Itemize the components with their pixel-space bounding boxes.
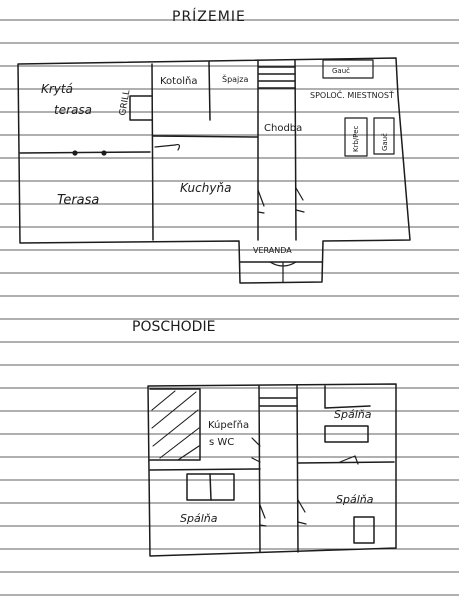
bedroom-right-label: Spálňa — [336, 493, 374, 506]
bathroom-label-2: s WC — [209, 437, 234, 448]
ground-floor-walls — [17, 57, 411, 284]
upper-floor-doors — [251, 437, 359, 527]
ground-floor-labels: Krytá terasa GRILL Terasa Kotolňa Špajza… — [41, 67, 394, 255]
bedroom-left-label: Spálňa — [180, 512, 218, 525]
bathroom-label-1: Kúpeľňa — [208, 419, 249, 431]
porch-label: VERANDA — [253, 246, 292, 255]
ruled-lines — [0, 19, 459, 596]
bedroom-top-label: Spálňa — [334, 408, 372, 421]
kitchen-label: Kuchyňa — [180, 181, 231, 195]
terrace-label: Terasa — [57, 193, 99, 208]
upper-floor-walls — [147, 383, 397, 557]
upper-floor-labels: Kúpeľňa s WC Spálňa Spálňa Spálňa — [180, 408, 374, 525]
corridor-label: Chodba — [264, 123, 302, 134]
grill-label: GRILL — [118, 89, 132, 116]
bed-label: Gauč — [381, 133, 389, 151]
boiler-room-label: Kotolňa — [160, 75, 197, 87]
ground-floor-furniture — [322, 59, 395, 157]
living-room-label: SPOLOČ. MIESTNOSŤ — [310, 89, 394, 100]
upper-floor-title: POSCHODIE — [132, 319, 215, 335]
fireplace-label: Krb/Pec — [352, 125, 360, 152]
covered-terrace-label-1: Krytá — [41, 82, 73, 96]
couch-label: Gauč — [332, 67, 350, 75]
covered-terrace-label-2: terasa — [54, 103, 92, 117]
ground-floor-title: PRÍZEMIE — [172, 8, 246, 25]
pantry-label: Špajza — [222, 73, 248, 84]
ground-floor-doors — [72, 143, 305, 283]
upper-floor-void-hatching — [151, 390, 200, 461]
